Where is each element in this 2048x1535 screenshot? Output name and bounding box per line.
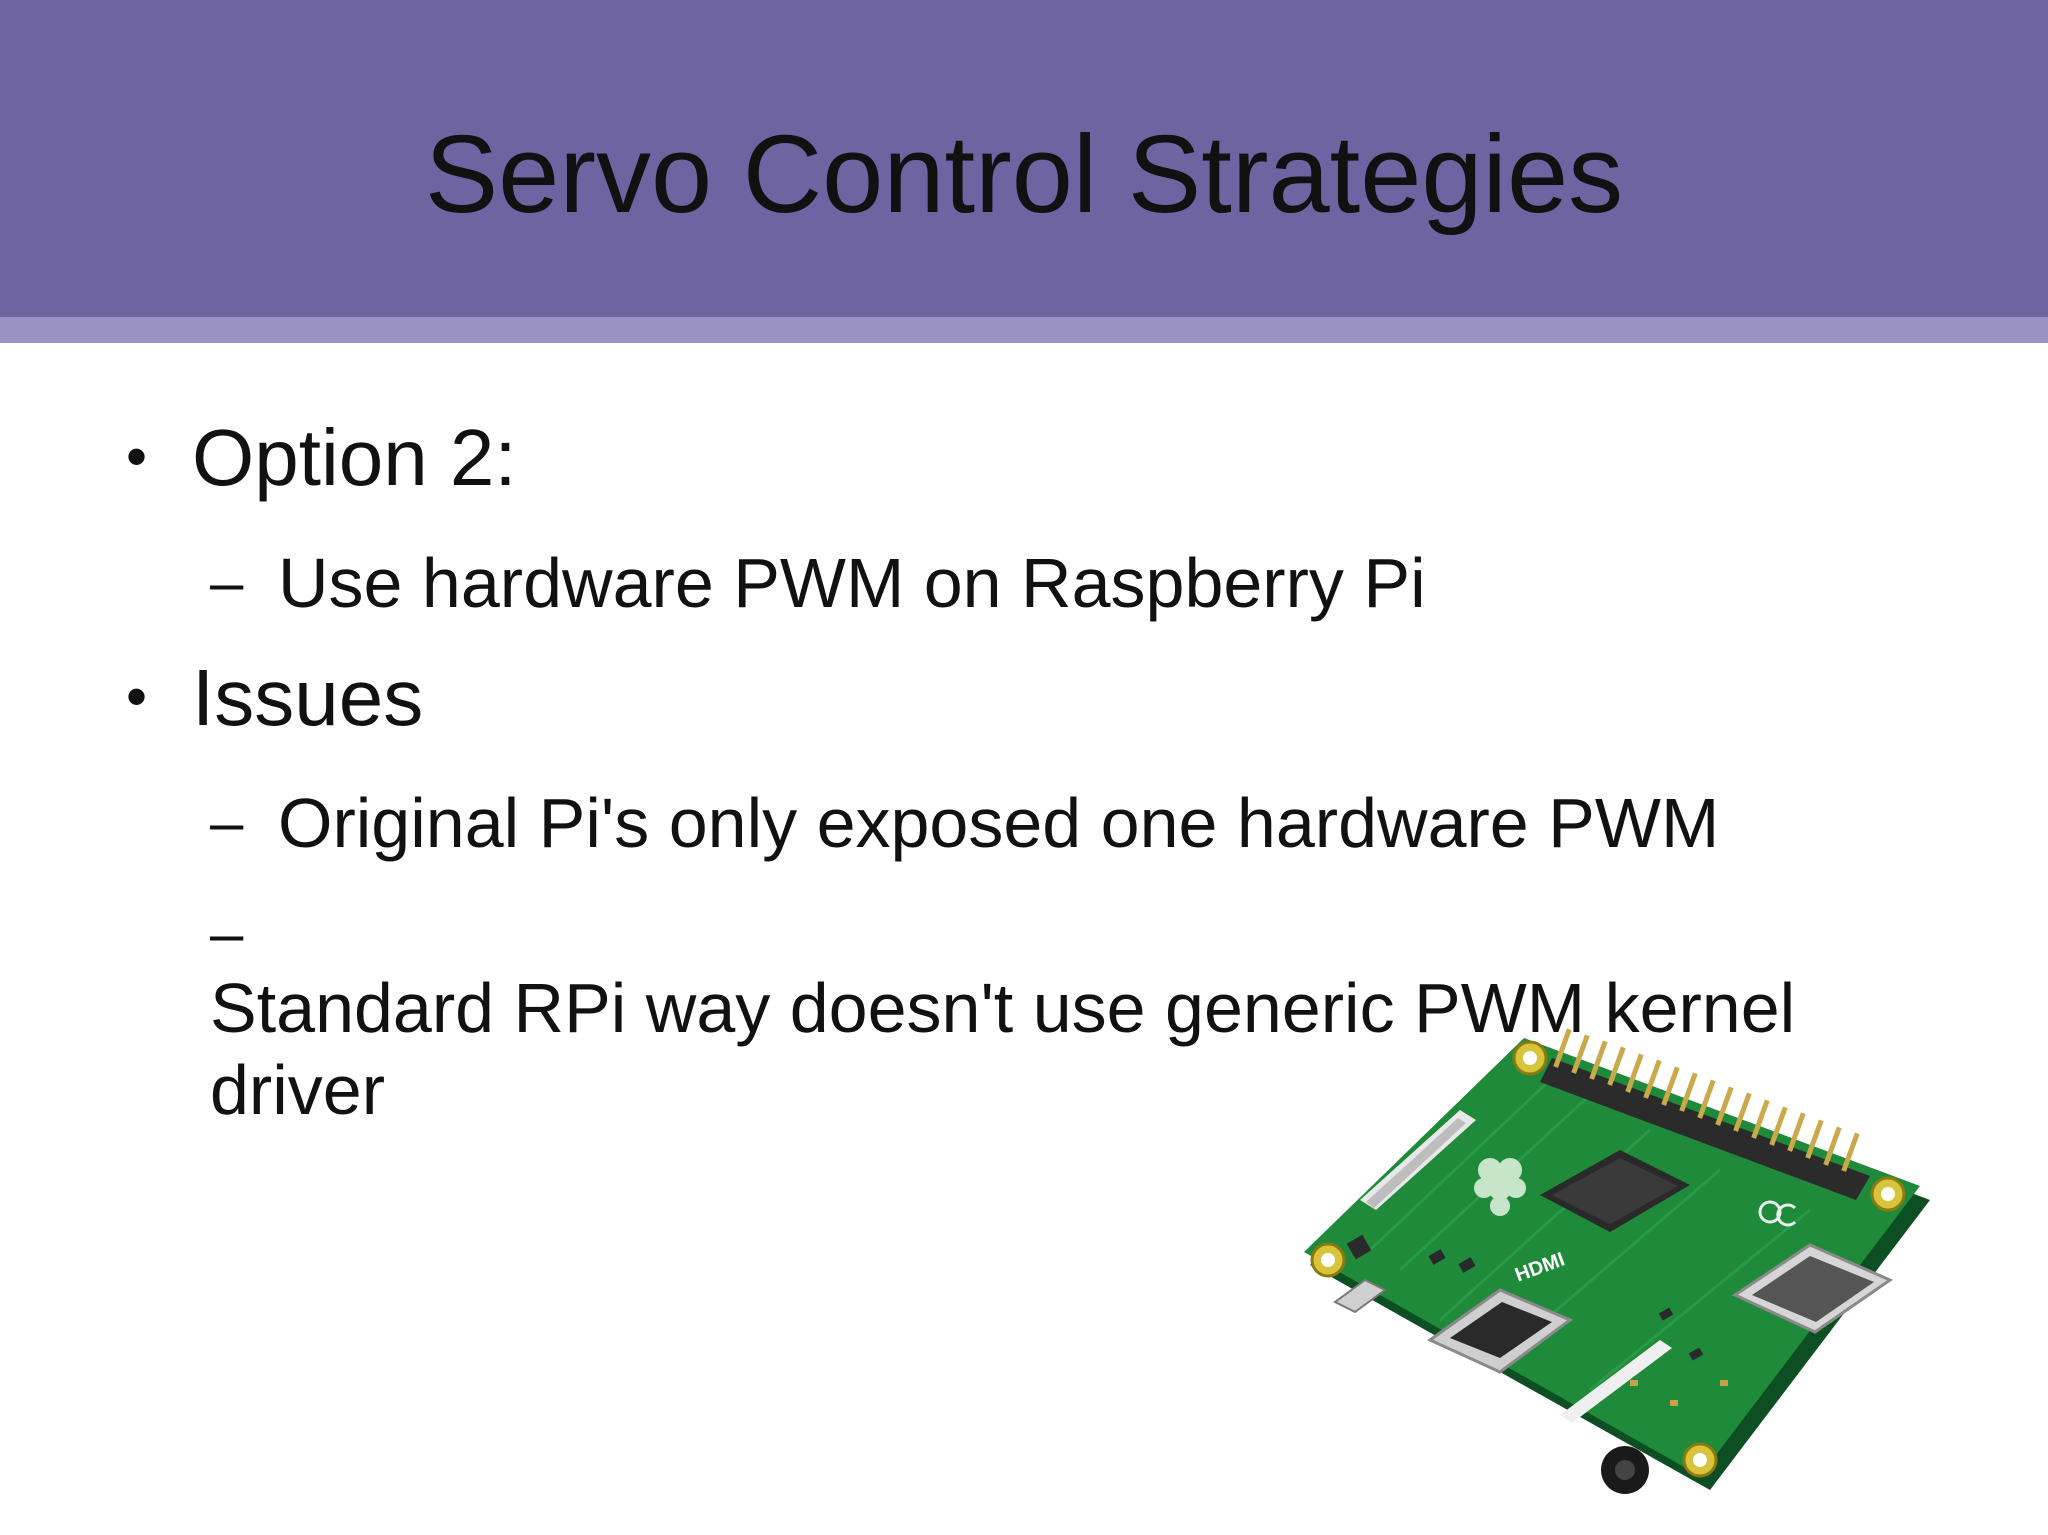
sub-bullet-text: Use hardware PWM on Raspberry Pi bbox=[278, 544, 1426, 622]
bullet-item: •Issues bbox=[126, 658, 423, 738]
raspberry-pi-board-icon: HDMI bbox=[1290, 1020, 1940, 1520]
bullet-marker: • bbox=[126, 423, 148, 490]
title-bar bbox=[0, 0, 2048, 317]
bullet-item: •Option 2: bbox=[126, 418, 517, 498]
sub-bullet-text: Standard RPi way doesn't use generic PWM… bbox=[210, 969, 1796, 1129]
sub-bullet-marker: – bbox=[210, 789, 244, 856]
sub-bullet-marker: – bbox=[210, 900, 244, 967]
title-underline bbox=[0, 317, 2048, 343]
slide-title: Servo Control Strategies bbox=[424, 113, 1624, 236]
sub-bullet-item: –Use hardware PWM on Raspberry Pi bbox=[210, 548, 1426, 618]
sub-bullet-text: Original Pi's only exposed one hardware … bbox=[278, 784, 1720, 862]
sub-bullet-marker: – bbox=[210, 549, 244, 616]
bullet-text: Option 2: bbox=[192, 413, 517, 502]
bullet-marker: • bbox=[126, 663, 148, 730]
sub-bullet-item: –Original Pi's only exposed one hardware… bbox=[210, 788, 1719, 858]
sub-bullet-item: –Standard RPi way doesn't use generic PW… bbox=[210, 898, 1910, 1132]
bullet-text: Issues bbox=[192, 653, 424, 742]
